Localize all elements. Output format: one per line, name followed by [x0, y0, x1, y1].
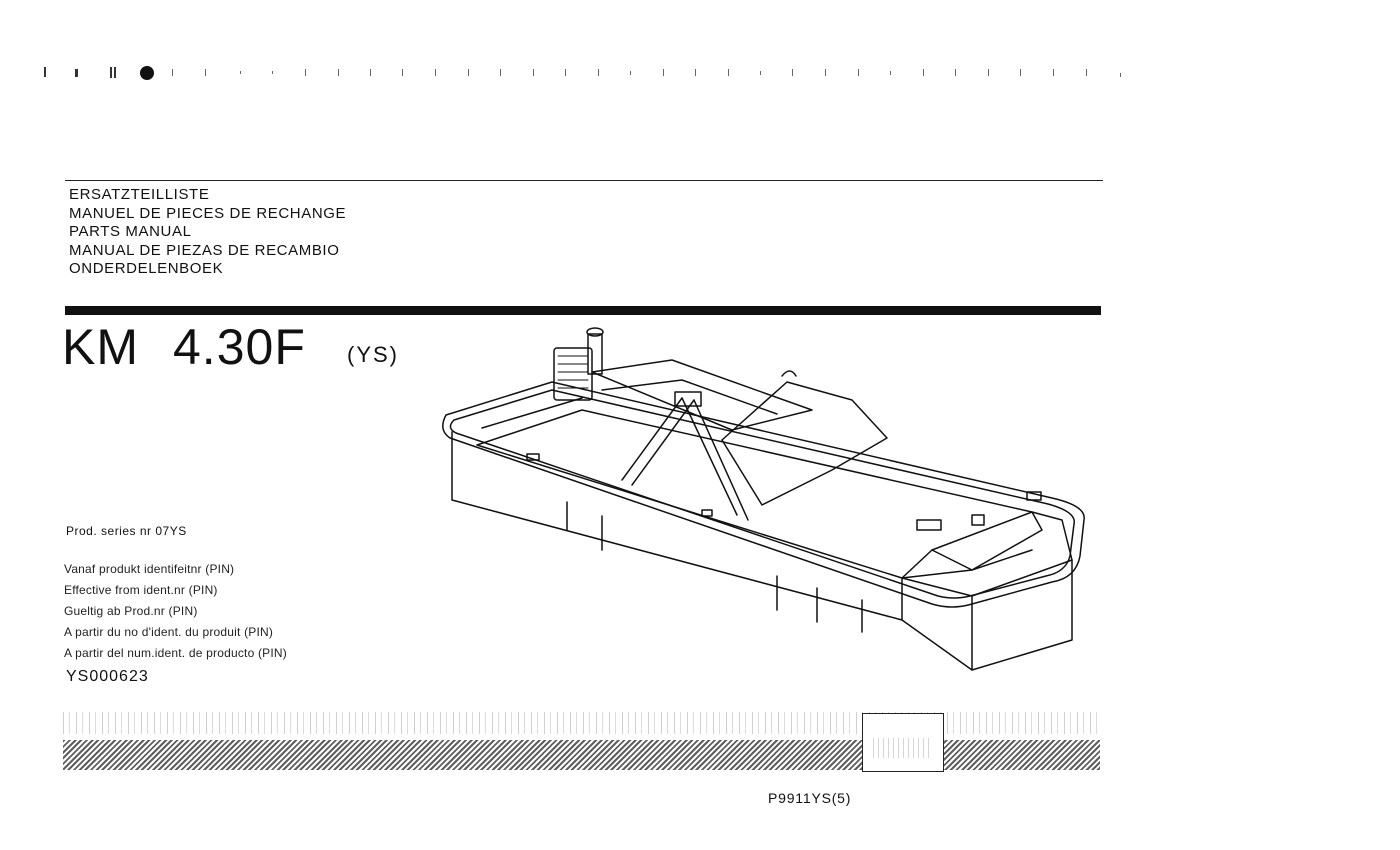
serial-number: YS000623: [66, 668, 149, 685]
effective-from-english: Effective from ident.nr (PIN): [64, 583, 218, 597]
prod-series: Prod. series nr 07YS: [66, 524, 187, 538]
effective-from-dutch: Vanaf produkt identifeitnr (PIN): [64, 562, 235, 576]
binding-holes-icon: [44, 66, 1121, 80]
mower-illustration-icon: [442, 327, 1085, 671]
document-number: P9911YS(5): [768, 790, 852, 806]
title-german: ERSATZTEILLISTE: [69, 186, 210, 203]
effective-from-german: Gueltig ab Prod.nr (PIN): [64, 604, 198, 618]
model-suffix: (YS): [347, 342, 399, 367]
effective-from-french: A partir du no d'ident. du produit (PIN): [64, 625, 274, 639]
header-rule: [65, 180, 1103, 181]
model-name: KM 4.30F: [62, 318, 306, 376]
effective-from-spanish: A partir del num.ident. de producto (PIN…: [64, 646, 287, 660]
title-french: MANUEL DE PIECES DE RECHANGE: [69, 204, 347, 222]
title-dutch: ONDERDELENBOEK: [69, 260, 224, 277]
title-spanish: MANUAL DE PIEZAS DE RECAMBIO: [69, 241, 340, 259]
effective-from-list: Vanaf produkt identifeitnr (PIN) Effecti…: [64, 559, 287, 664]
model-number: 4.30F: [173, 319, 306, 375]
title-english: PARTS MANUAL: [69, 223, 192, 240]
speckle-band: [63, 712, 1100, 734]
title-divider-bar: [65, 306, 1101, 315]
model-prefix: KM: [62, 319, 139, 375]
stamp-box: [862, 713, 944, 772]
hatch-band: [63, 740, 1100, 770]
manual-titles: ERSATZTEILLISTE MANUEL DE PIECES DE RECH…: [69, 186, 346, 279]
